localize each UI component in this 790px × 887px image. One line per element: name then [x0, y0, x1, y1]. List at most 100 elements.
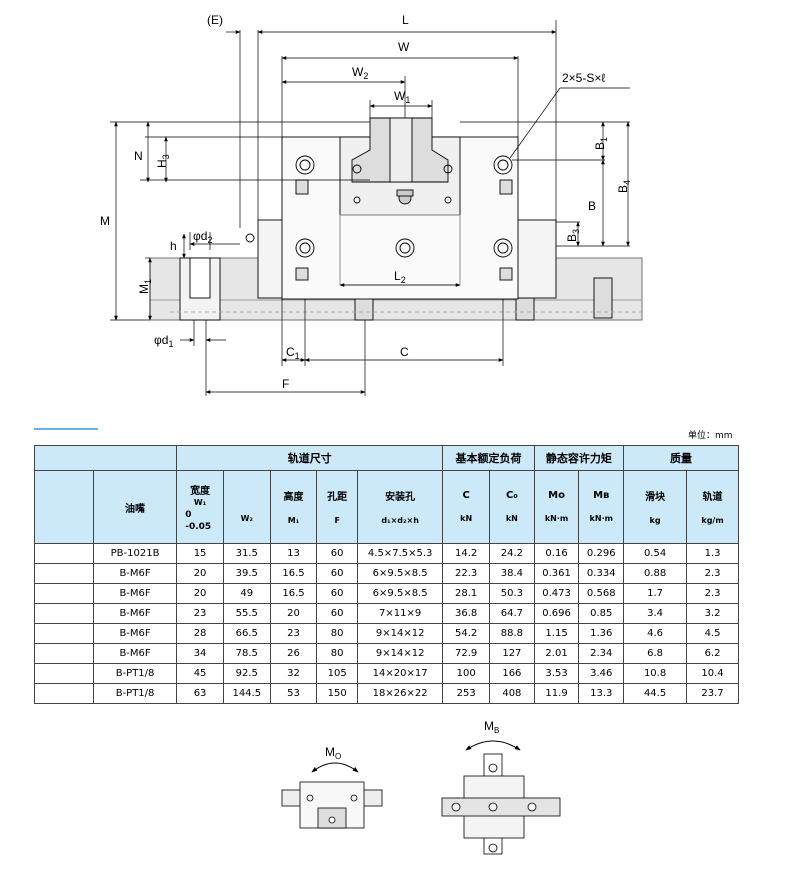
tap-hole-tl [295, 155, 315, 175]
table-cell: 3.4 [623, 603, 688, 624]
table-cell: 2.01 [533, 643, 580, 664]
table-cell: 16.5 [269, 563, 318, 584]
table-cell: B-M6F [92, 643, 178, 664]
group-rail: 轨道尺寸 [176, 445, 444, 471]
table-cell: 20 [176, 583, 224, 604]
label-M: M [100, 214, 110, 228]
table-cell: 1.36 [578, 623, 625, 644]
row-blank [34, 563, 94, 584]
label-M1: M1 [137, 279, 153, 294]
table-cell: 3.53 [533, 663, 580, 684]
label-W: W [398, 40, 410, 54]
table-cell: 1.15 [533, 623, 580, 644]
col-w1: 宽度 W₁ 0 -0.05 [176, 470, 224, 544]
tap-hole-tr [493, 155, 513, 175]
svg-text:MB: MB [484, 719, 499, 735]
table-cell: B-M6F [92, 603, 178, 624]
table-cell: 4.5×7.5×5.3 [356, 543, 444, 564]
spec-table: 轨道尺寸 基本额定负荷 静态容许力矩 质量 油嘴 宽度 W₁ 0 -0.05 W… [33, 445, 739, 704]
table-cell: 0.473 [533, 583, 580, 604]
label-C: C [400, 345, 409, 359]
table-cell: 6.8 [623, 643, 688, 664]
table-cell: 60 [316, 563, 358, 584]
label-W2: W2 [352, 65, 368, 81]
table-cell: 100 [442, 663, 491, 684]
label-B: B [588, 199, 596, 213]
table-cell: 1.3 [686, 543, 739, 564]
col-f: 孔距 F [316, 470, 358, 544]
col-holes: 安装孔 d₁×d₂×h [356, 470, 444, 544]
col-oil: 油嘴 [92, 470, 178, 544]
table-cell: 408 [489, 683, 535, 704]
table-cell: B-M6F [92, 563, 178, 584]
label-W1: W1 [394, 89, 410, 105]
table-cell: 23.7 [686, 683, 739, 704]
table-cell: 39.5 [222, 563, 271, 584]
label-N: N [134, 149, 143, 163]
table-cell: 6×9.5×8.5 [356, 563, 444, 584]
table-cell: 80 [316, 623, 358, 644]
table-cell: 13.3 [578, 683, 625, 704]
col-c: C kN [442, 470, 491, 544]
table-cell: 2.3 [686, 583, 739, 604]
table-cell: 22.3 [442, 563, 491, 584]
table-cell: 63 [176, 683, 224, 704]
table-cell: 3.46 [578, 663, 625, 684]
table-cell: 0.696 [533, 603, 580, 624]
table-cell: 1.7 [623, 583, 688, 604]
table-cell: 0.54 [623, 543, 688, 564]
header-corner [34, 470, 94, 544]
col-mb: Mʙ kN·m [578, 470, 625, 544]
col-mo: Mo kN·m [533, 470, 580, 544]
label-h: h [170, 239, 177, 253]
col-rail: 轨道 kg/m [686, 470, 739, 544]
table-cell: 166 [489, 663, 535, 684]
table-cell: 4.5 [686, 623, 739, 644]
row-blank [34, 643, 94, 664]
table-cell: 7×11×9 [356, 603, 444, 624]
table-cell: 88.8 [489, 623, 535, 644]
table-cell: B-PT1/8 [92, 663, 178, 684]
table-cell: 31.5 [222, 543, 271, 564]
table-cell: 26 [269, 643, 318, 664]
table-cell: 0.16 [533, 543, 580, 564]
table-cell: 6.2 [686, 643, 739, 664]
group-mass: 质量 [623, 445, 739, 471]
table-cell: 253 [442, 683, 491, 704]
label-C1: C1 [286, 345, 300, 361]
label-F: F [282, 377, 289, 391]
table-cell: 80 [316, 643, 358, 664]
table-cell: 0.568 [578, 583, 625, 604]
header-blank [33, 445, 178, 471]
table-cell: 150 [316, 683, 358, 704]
label-bolt: 2×5-S×ℓ [562, 71, 605, 85]
table-cell: 23 [269, 623, 318, 644]
table-cell: 0.296 [578, 543, 625, 564]
table-cell: 64.7 [489, 603, 535, 624]
table-cell: 14.2 [442, 543, 491, 564]
table-cell: 78.5 [222, 643, 271, 664]
table-cell: 49 [222, 583, 271, 604]
row-blank [34, 623, 94, 644]
table-cell: 34 [176, 643, 224, 664]
table-cell: 20 [269, 603, 318, 624]
label-d2: φd2 [193, 229, 212, 245]
table-cell: 92.5 [222, 663, 271, 684]
tap-hole-br [493, 238, 513, 258]
table-cell: 2.34 [578, 643, 625, 664]
row-blank [34, 543, 94, 564]
group-load: 基本额定负荷 [442, 445, 535, 471]
table-cell: 72.9 [442, 643, 491, 664]
label-B4: B4 [616, 180, 632, 193]
table-cell: 20 [176, 563, 224, 584]
label-L: L [402, 13, 409, 27]
table-cell: 38.4 [489, 563, 535, 584]
label-B3: B3 [565, 229, 581, 242]
table-cell: 144.5 [222, 683, 271, 704]
table-cell: 54.2 [442, 623, 491, 644]
table-cell: 0.361 [533, 563, 580, 584]
